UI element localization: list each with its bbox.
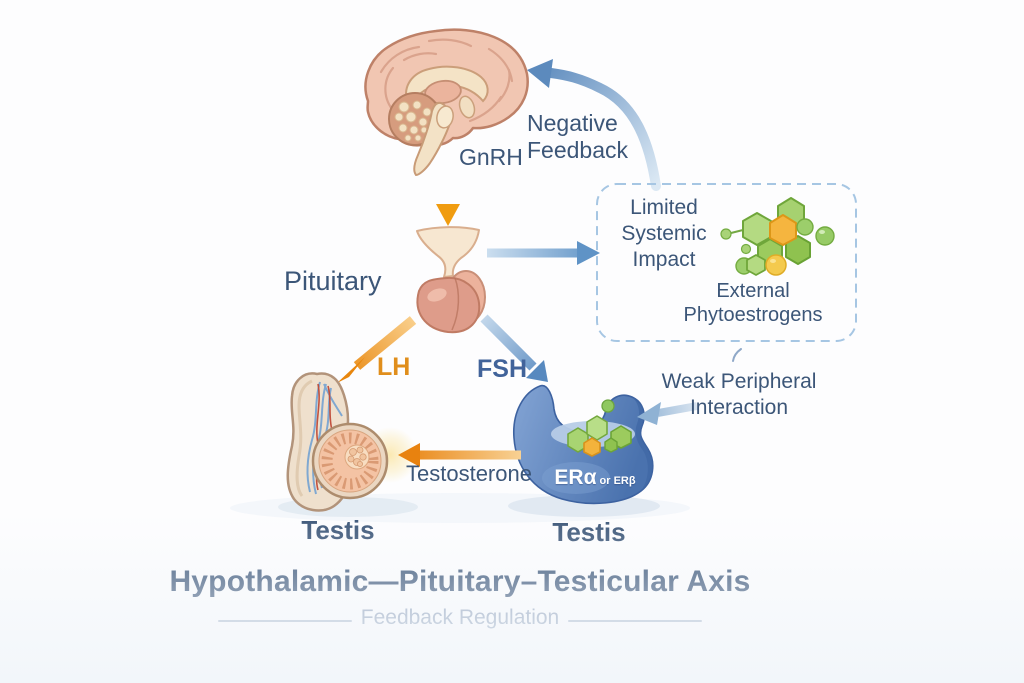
estrogen-receptor-icon (513, 384, 654, 505)
subtitle-rule-right (568, 620, 702, 622)
estrogen-receptor-text: ERα or ERβ (549, 466, 641, 491)
receptor-ligand-icon (567, 399, 632, 457)
phytoestrogen-panel (596, 183, 857, 362)
er-alpha-text: ERα (554, 466, 597, 489)
gnrh-label: GnRH (459, 144, 523, 170)
testis-icon (286, 372, 418, 512)
limited-systemic-impact-label: Limited Systemic Impact (621, 196, 707, 272)
diagram-subtitle: Feedback Regulation (360, 606, 560, 629)
gnrh-arrow (436, 134, 460, 226)
fsh-arrow (480, 314, 548, 382)
testis-right-label: Testis (552, 517, 626, 547)
diagram-title: Hypothalamic—Pituitary–Testicular Axis (169, 565, 751, 598)
pituitary-gland-icon (416, 226, 486, 334)
negative-feedback-label: Negative Feedback (527, 110, 629, 164)
er-beta-text: or ERβ (599, 475, 636, 487)
lh-arrow (337, 316, 417, 383)
external-phytoestrogens-label: External Phytoestrogens (683, 280, 823, 326)
lh-label: LH (377, 353, 411, 381)
testis-left-label: Testis (301, 515, 375, 545)
testosterone-label: Testosterone (406, 461, 532, 486)
brain-icon (364, 28, 529, 177)
testosterone-arrow (398, 443, 521, 467)
subtitle-rule-left (218, 620, 352, 622)
panel-connector-tick (732, 348, 742, 362)
pituitary-label: Pituitary (284, 266, 382, 296)
weak-peripheral-interaction-label: Weak Peripheral Interaction (661, 370, 817, 419)
fsh-label: FSH (477, 355, 527, 383)
negative-feedback-arrow (527, 59, 661, 191)
weak-interaction-arrow (637, 402, 698, 425)
systemic-impact-arrow (487, 241, 600, 265)
phytoestrogen-molecule-icon (720, 197, 835, 276)
